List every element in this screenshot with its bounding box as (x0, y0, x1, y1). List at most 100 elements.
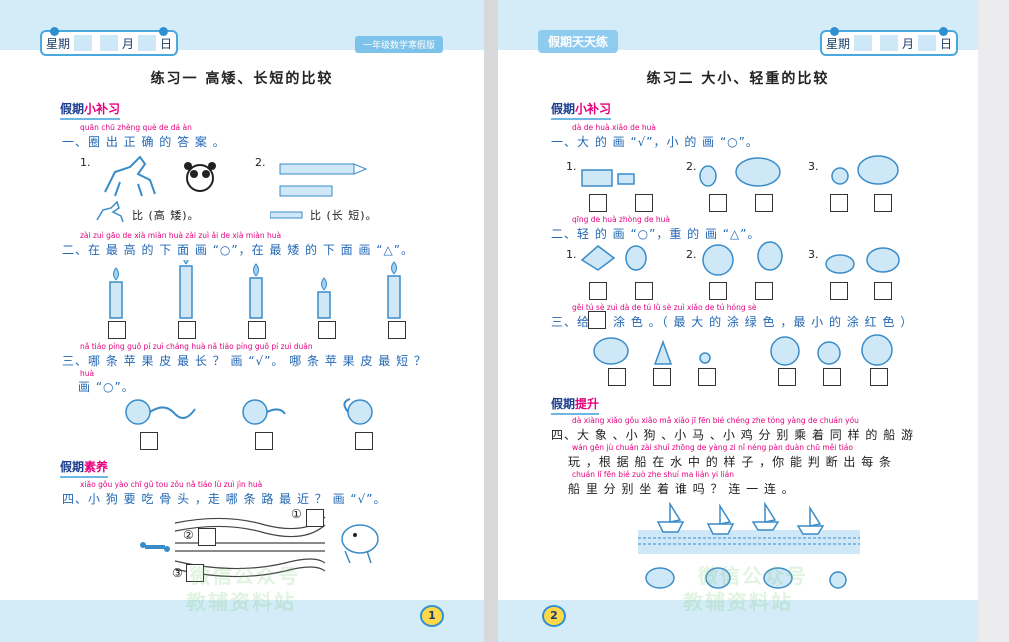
watermark-line2: 教辅资料站 (683, 590, 793, 614)
answer-box[interactable] (874, 194, 892, 212)
answer-box[interactable] (318, 321, 336, 339)
answer-box[interactable] (355, 432, 373, 450)
page-title: 练习一 高矮、长短的比较 (150, 71, 334, 87)
pin-dot (50, 27, 59, 36)
question-4: 四、小 狗 要 吃 骨 头 ，走 哪 条 路 最 近 ？ 画 “√”。 (62, 492, 387, 506)
boats-animals-image (638, 501, 860, 589)
pinyin: quān chū zhèng què de dá àn (80, 123, 192, 132)
answer-box[interactable] (589, 194, 607, 212)
banner: 假期天天练 (538, 30, 619, 53)
answer-box[interactable] (306, 509, 324, 527)
month-blank[interactable] (880, 35, 899, 51)
item-number: 3. (808, 160, 819, 173)
pinyin: dà de huà xiǎo de huà (572, 123, 656, 132)
date-box: 星期 月 日 (820, 27, 959, 56)
pin-dot (939, 27, 949, 36)
section-prefix: 假期 (551, 102, 576, 116)
item-number: 1. (566, 160, 577, 173)
question-2: 二、在 最 高 的 下 面 画 “○”，在 最 矮 的 下 面 画 “△”。 (62, 243, 414, 257)
pinyin: wán gēn jù chuán zài shuǐ zhōng de yàng … (572, 443, 853, 452)
pinyin: chuán lǐ fēn bié zuò zhe shuí ma lián yi… (572, 470, 734, 479)
answer-box[interactable] (198, 528, 216, 546)
answer-box[interactable] (140, 432, 158, 450)
pencil-small-icon (270, 211, 303, 219)
answer-box[interactable] (635, 194, 653, 212)
answer-box[interactable] (709, 194, 727, 212)
pinyin: dà xiàng xiǎo gǒu xiǎo mǎ xiǎo jī fēn bi… (572, 416, 859, 425)
answer-box[interactable] (709, 282, 727, 300)
answer-box[interactable] (178, 321, 196, 339)
question-3: 三、哪 条 苹 果 皮 最 长 ？ 画 “√”。 哪 条 苹 果 皮 最 短 ？ (62, 354, 427, 368)
section-heading: 假期素养 (60, 458, 109, 478)
page-number: 1 (420, 605, 444, 627)
section-heading: 假期小补习 (60, 100, 121, 120)
answer-box[interactable] (653, 368, 671, 386)
answer-box[interactable] (823, 368, 841, 386)
item-number: 1. (80, 156, 91, 169)
item-number: 3. (808, 248, 819, 261)
page-title: 练习二 大小、轻重的比较 (646, 71, 830, 87)
week-label: 星期 (46, 36, 71, 51)
day-label: 日 (940, 36, 953, 51)
compare-height-text: 比 (高 矮)。 (132, 209, 200, 222)
color-sample-box (588, 311, 606, 329)
pinyin: zài zuì gāo de xià miàn huà zài zuì ǎi d… (80, 231, 282, 240)
answer-box[interactable] (874, 282, 892, 300)
question-4-line2: 玩 ，根 据 船 在 水 中 的 样 子 ，你 能 判 断 出 每 条 (568, 455, 893, 469)
week-blank[interactable] (74, 35, 93, 51)
section-highlight: 素养 (84, 460, 109, 474)
item-number: 2. (255, 156, 266, 169)
answer-box[interactable] (589, 282, 607, 300)
watermark-line1: 微信公众号 (190, 564, 300, 588)
answer-box[interactable] (186, 564, 204, 582)
bird-butterfly-ball-balloon-animals-image (580, 241, 900, 276)
pinyin: xiǎo gǒu yào chī gǔ tou zǒu nǎ tiáo lù z… (80, 480, 263, 489)
answer-box[interactable] (608, 368, 626, 386)
section-prefix: 假期 (60, 460, 85, 474)
answer-box[interactable] (755, 282, 773, 300)
day-blank[interactable] (138, 35, 157, 51)
question-4-line3: 船 里 分 别 坐 着 谁 吗 ？ 连 一 连 。 (568, 482, 795, 496)
answer-box[interactable] (830, 194, 848, 212)
horse-small-icon (96, 200, 124, 223)
path-label: ③ (172, 566, 184, 580)
day-blank[interactable] (918, 35, 937, 51)
week-blank[interactable] (854, 35, 873, 51)
answer-box[interactable] (778, 368, 796, 386)
pinyin: gěi tú sè zuì dà de tú lǜ sè zuì xiǎo de… (572, 303, 757, 312)
month-label: 月 (122, 36, 135, 51)
question-3: 涂 色 。（ 最 大 的 涂 绿 色 ，最 小 的 涂 红 色 ） (613, 315, 914, 329)
question-1: 一、圈 出 正 确 的 答 案 。 (62, 135, 226, 149)
right-page: 假期天天练 星期 月 日 练习二 大小、轻重的比较 假期小补习 dà de hu… (498, 0, 978, 642)
answer-box[interactable] (870, 368, 888, 386)
footer-band (0, 600, 484, 642)
day-label: 日 (160, 36, 173, 51)
answer-box[interactable] (635, 282, 653, 300)
question-3-line2: 画 “○”。 (78, 380, 135, 394)
pencils-image (279, 163, 368, 197)
answer-box[interactable] (830, 282, 848, 300)
viewer-edge (978, 0, 1009, 642)
pin-dot (830, 27, 839, 36)
compare-length-text: 比 (长 短)。 (310, 209, 378, 222)
footer-band (498, 600, 978, 642)
pinyin: nǎ tiáo píng guǒ pí zuì cháng huà nǎ tiá… (80, 342, 313, 351)
answer-box[interactable] (755, 194, 773, 212)
section-prefix: 假期 (60, 102, 85, 116)
section-highlight: 小补习 (575, 102, 612, 116)
answer-box[interactable] (388, 321, 406, 339)
week-label: 星期 (826, 36, 851, 51)
answer-box[interactable] (698, 368, 716, 386)
question-3-prefix: 三、给 (551, 315, 591, 329)
item-number: 1. (566, 248, 577, 261)
item-number: 2. (686, 248, 697, 261)
page-number: 2 (542, 605, 566, 627)
watermark-line1: 微信公众号 (698, 564, 808, 588)
path-label: ① (291, 507, 303, 521)
answer-box[interactable] (108, 321, 126, 339)
section-highlight: 小补习 (84, 102, 121, 116)
month-blank[interactable] (100, 35, 119, 51)
answer-box[interactable] (255, 432, 273, 450)
answer-box[interactable] (248, 321, 266, 339)
left-page: 星期 月 日 一年级数学寒假版 练习一 高矮、长短的比较 假期小补习 quān … (0, 0, 484, 642)
